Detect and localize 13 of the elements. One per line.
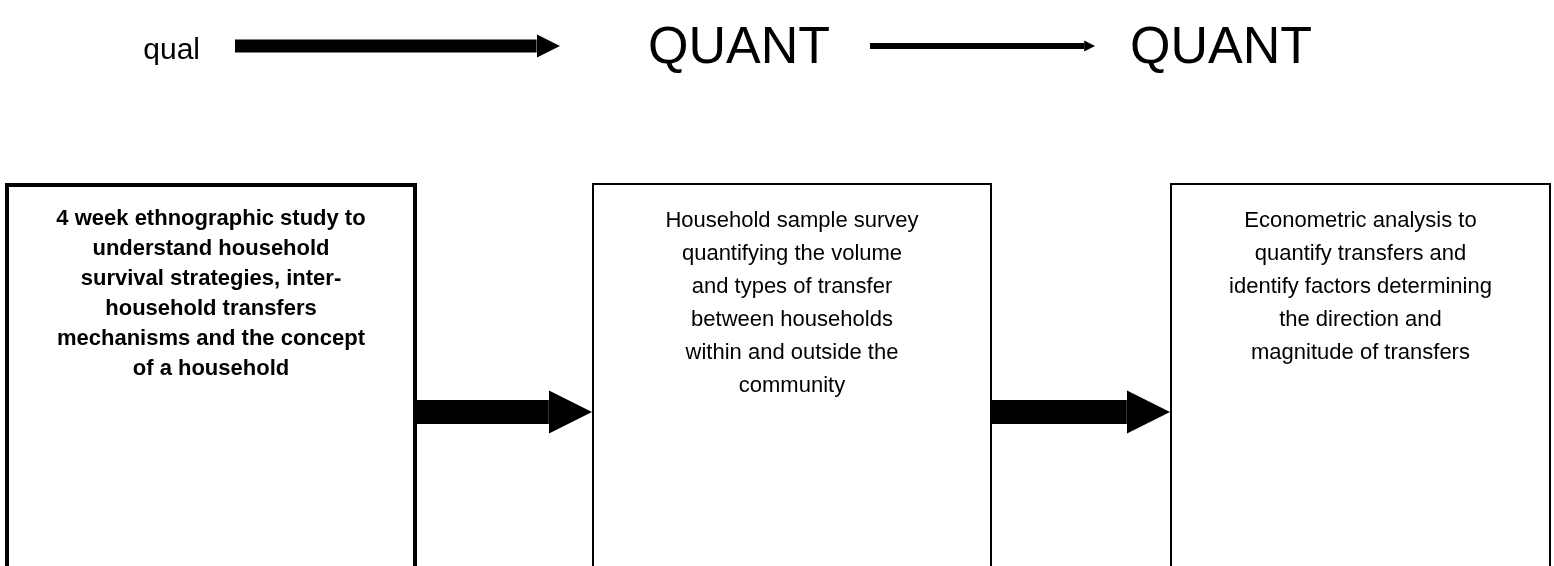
- process-box: [592, 183, 992, 566]
- phase-label: qual: [143, 30, 200, 67]
- process-box: [1170, 183, 1551, 566]
- arrow: [870, 40, 1095, 52]
- box-text: 4 week ethnographic study to understand household survival strategies, inter-household transfers mechanisms and the concept of a household: [55, 204, 367, 382]
- arrow: [417, 390, 592, 434]
- arrow: [235, 34, 560, 58]
- arrow: [992, 390, 1170, 434]
- box-text: Econometric analysis to quantify transfers and identify factors determining the direction and magnitude of transfers: [1228, 206, 1493, 366]
- phase-label: QUANT: [1130, 15, 1312, 76]
- phase-label: QUANT: [648, 15, 830, 76]
- box-text: Household sample survey quantifying the volume and types of transfer between households within and outside the community: [664, 206, 920, 399]
- process-box: [5, 183, 417, 566]
